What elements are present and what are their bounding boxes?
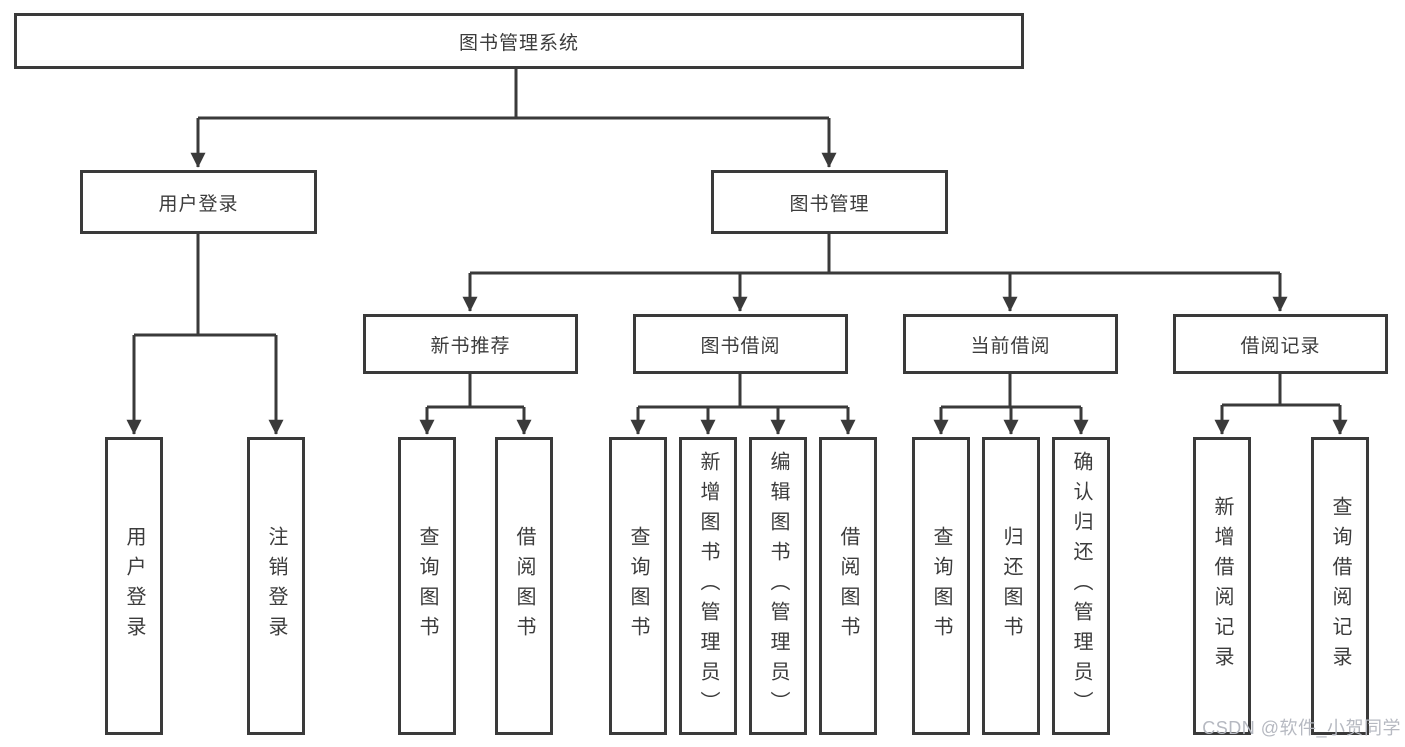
node-label: 图书管理系统 <box>458 32 579 54</box>
leaf-add-books-admin: 新增图书（管理员） <box>679 437 737 735</box>
node-label: 归还图书 <box>1000 526 1022 646</box>
leaf-return-books: 归还图书 <box>982 437 1040 735</box>
leaf-borrow-books: 借阅图书 <box>819 437 877 735</box>
node-label: 注销登录 <box>265 526 287 646</box>
node-label: 查询图书 <box>627 526 649 646</box>
node-label: 新书推荐 <box>430 335 511 357</box>
node-label: 查询图书 <box>416 526 438 646</box>
leaf-logout: 注销登录 <box>247 437 305 735</box>
node-label: 借阅图书 <box>837 526 859 646</box>
node-label: 确认归还（管理员） <box>1070 451 1092 721</box>
node-book-borrowing: 图书借阅 <box>633 314 848 374</box>
node-borrowing-records: 借阅记录 <box>1173 314 1388 374</box>
node-user-login: 用户登录 <box>80 170 317 234</box>
node-label: 借阅图书 <box>513 526 535 646</box>
leaf-user-login: 用户登录 <box>105 437 163 735</box>
node-label: 新增借阅记录 <box>1211 496 1233 676</box>
node-label: 用户登录 <box>123 526 145 646</box>
node-library-management-system: 图书管理系统 <box>14 13 1024 69</box>
leaf-query-books-recommend: 查询图书 <box>398 437 456 735</box>
leaf-query-borrow-record: 查询借阅记录 <box>1311 437 1369 735</box>
node-label: 图书借阅 <box>700 335 781 357</box>
node-label: 查询图书 <box>930 526 952 646</box>
node-new-book-recommendation: 新书推荐 <box>363 314 578 374</box>
node-current-borrowing: 当前借阅 <box>903 314 1118 374</box>
leaf-query-books-borrow: 查询图书 <box>609 437 667 735</box>
leaf-confirm-return-admin: 确认归还（管理员） <box>1052 437 1110 735</box>
node-label: 借阅记录 <box>1240 335 1321 357</box>
node-label: 用户登录 <box>158 193 239 215</box>
leaf-edit-books-admin: 编辑图书（管理员） <box>749 437 807 735</box>
leaf-borrow-books-recommend: 借阅图书 <box>495 437 553 735</box>
node-book-management: 图书管理 <box>711 170 948 234</box>
node-label: 查询借阅记录 <box>1329 496 1351 676</box>
node-label: 图书管理 <box>789 193 870 215</box>
leaf-query-books-current: 查询图书 <box>912 437 970 735</box>
watermark: CSDN @软件_小贺同学 <box>1202 718 1401 738</box>
leaf-add-borrow-record: 新增借阅记录 <box>1193 437 1251 735</box>
tree-branch-lines <box>134 68 1340 409</box>
node-label: 当前借阅 <box>970 335 1051 357</box>
node-label: 编辑图书（管理员） <box>767 451 789 721</box>
node-label: 新增图书（管理员） <box>697 451 719 721</box>
